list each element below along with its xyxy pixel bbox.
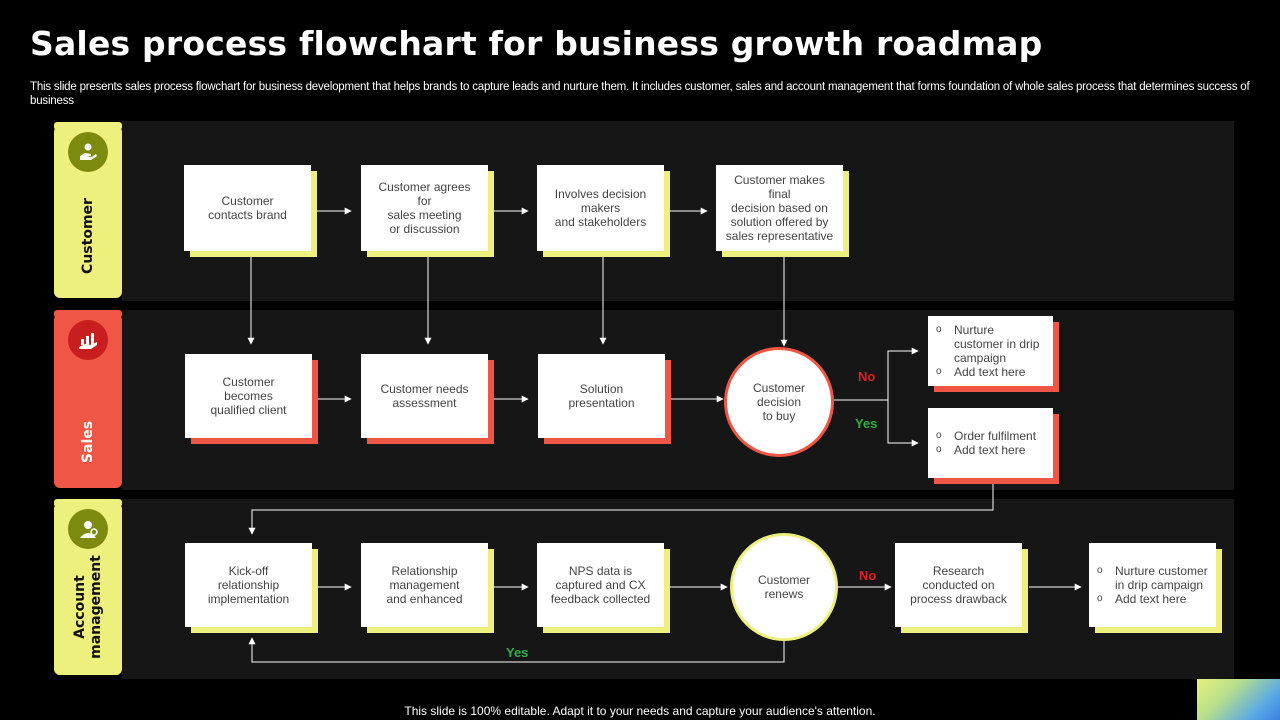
customer-hand-icon bbox=[68, 132, 108, 172]
sales-no-label: No bbox=[858, 369, 876, 384]
step-customer-contacts-brand: Customer contacts brand bbox=[184, 165, 311, 251]
step-kickoff-relationship: Kick-off relationship implementation bbox=[185, 543, 312, 627]
footer-note: This slide is 100% editable. Adapt it to… bbox=[404, 704, 876, 718]
decision-customer-buy: Customer decision to buy bbox=[724, 347, 834, 457]
decision-customer-renews: Customer renews bbox=[730, 533, 838, 641]
arrow-fulfilment-kickoff bbox=[248, 484, 994, 535]
arrow-renews-yes-loop bbox=[248, 637, 785, 663]
arrow-decision-yes bbox=[887, 400, 919, 447]
sales-lane-label: Sales bbox=[54, 310, 122, 488]
step-relationship-management: Relationship management and enhanced bbox=[361, 543, 488, 627]
step-customer-agrees-meeting: Customer agrees for sales meeting or dis… bbox=[361, 165, 488, 251]
sales-yes-label: Yes bbox=[855, 416, 878, 431]
sales-chart-icon bbox=[68, 320, 108, 360]
customer-lane-label: Customer bbox=[54, 122, 122, 298]
account-manager-icon bbox=[68, 509, 108, 549]
account-lane-label: Account management bbox=[54, 499, 122, 675]
step-nps-feedback: NPS data is captured and CX feedback col… bbox=[537, 543, 664, 627]
account-no-label: No bbox=[859, 568, 877, 583]
step-involves-decision-makers: Involves decision makers and stakeholder… bbox=[537, 165, 664, 251]
step-needs-assessment: Customer needs assessment bbox=[361, 354, 488, 438]
arrow-decision-no bbox=[834, 347, 919, 401]
page-description: This slide presents sales process flowch… bbox=[30, 81, 1250, 107]
step-research-drawback: Research conducted on process drawback bbox=[895, 543, 1022, 627]
step-qualified-client: Customer becomes qualified client bbox=[185, 354, 312, 438]
step-solution-presentation: Solution presentation bbox=[538, 354, 665, 438]
step-customer-final-decision: Customer makes final decision based on s… bbox=[716, 165, 843, 251]
page-title: Sales process flowchart for business gro… bbox=[30, 24, 1043, 63]
account-yes-label: Yes bbox=[506, 645, 529, 660]
decorative-gradient-corner bbox=[1197, 679, 1280, 720]
